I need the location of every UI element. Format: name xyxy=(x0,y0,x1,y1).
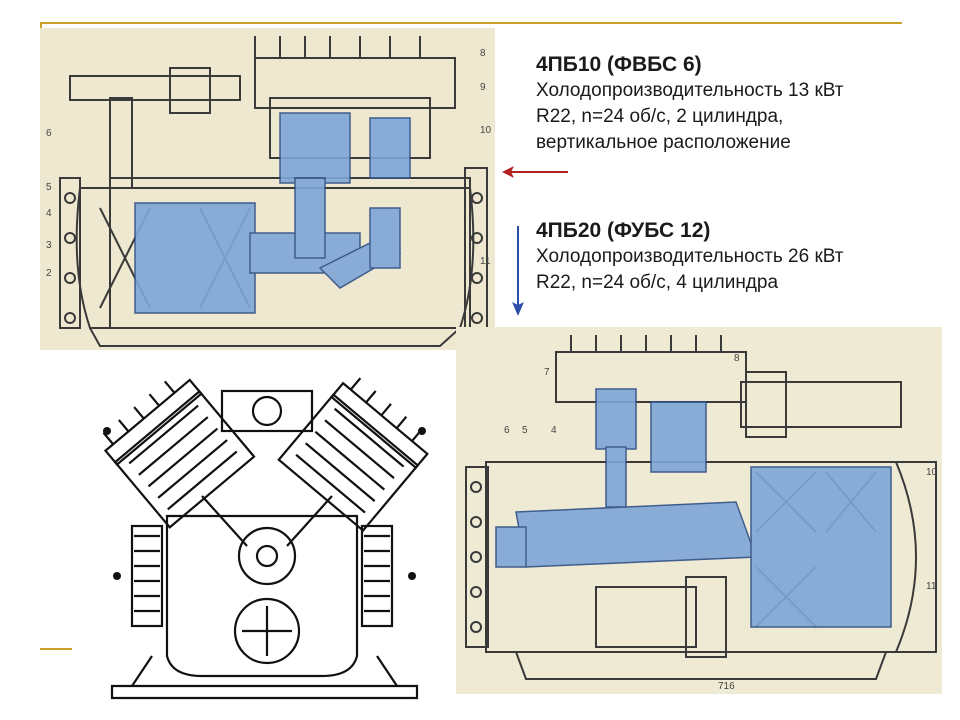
callout-3: 3 xyxy=(46,240,52,251)
callout-8: 8 xyxy=(480,48,486,59)
callout-5: 5 xyxy=(522,425,528,436)
spec-line: вертикальное расположение xyxy=(536,132,791,153)
page-number: 716 xyxy=(718,681,735,692)
compressor-4pb20-cutaway-image: 8 7 6 5 4 10 11 716 xyxy=(456,327,942,694)
callout-6: 6 xyxy=(46,128,52,139)
callout-11: 11 xyxy=(926,581,937,592)
spec-line: Холодопроизводительность 26 кВт xyxy=(536,246,844,267)
callout-5: 5 xyxy=(46,182,52,193)
callout-2: 2 xyxy=(46,268,52,279)
spec-line: R22, n=24 об/с, 2 цилиндра, xyxy=(536,106,784,127)
spec-line: R22, n=24 об/с, 4 цилиндра xyxy=(536,272,779,293)
callout-4: 4 xyxy=(46,208,52,219)
spec-line: Холодопроизводительность 13 кВт xyxy=(536,80,844,101)
compressor-4pb10-cutaway-image: 8 9 10 6 5 4 3 2 11 xyxy=(40,28,495,350)
compressor-4pb20-end-view-image xyxy=(72,356,460,704)
top-accent-rule xyxy=(40,22,902,24)
compressor-4pb10-title: 4ПБ10 (ФВБС 6) xyxy=(536,53,702,76)
callout-10: 10 xyxy=(926,467,938,478)
callout-9: 9 xyxy=(480,82,486,93)
callout-8: 8 xyxy=(734,353,740,364)
compressor-4pb20-title: 4ПБ20 (ФУБС 12) xyxy=(536,219,711,242)
arrow-left-icon xyxy=(502,166,568,178)
callout-4: 4 xyxy=(551,425,557,436)
callout-7: 7 xyxy=(544,367,550,378)
callout-6: 6 xyxy=(504,425,510,436)
callout-10: 10 xyxy=(480,125,492,136)
arrow-down-icon xyxy=(512,226,524,316)
compressor-4pb10-spec: 4ПБ10 (ФВБС 6) Холодопроизводительность … xyxy=(536,52,946,156)
compressor-4pb20-spec: 4ПБ20 (ФУБС 12) Холодопроизводительность… xyxy=(536,218,946,296)
callout-11: 11 xyxy=(480,256,491,267)
